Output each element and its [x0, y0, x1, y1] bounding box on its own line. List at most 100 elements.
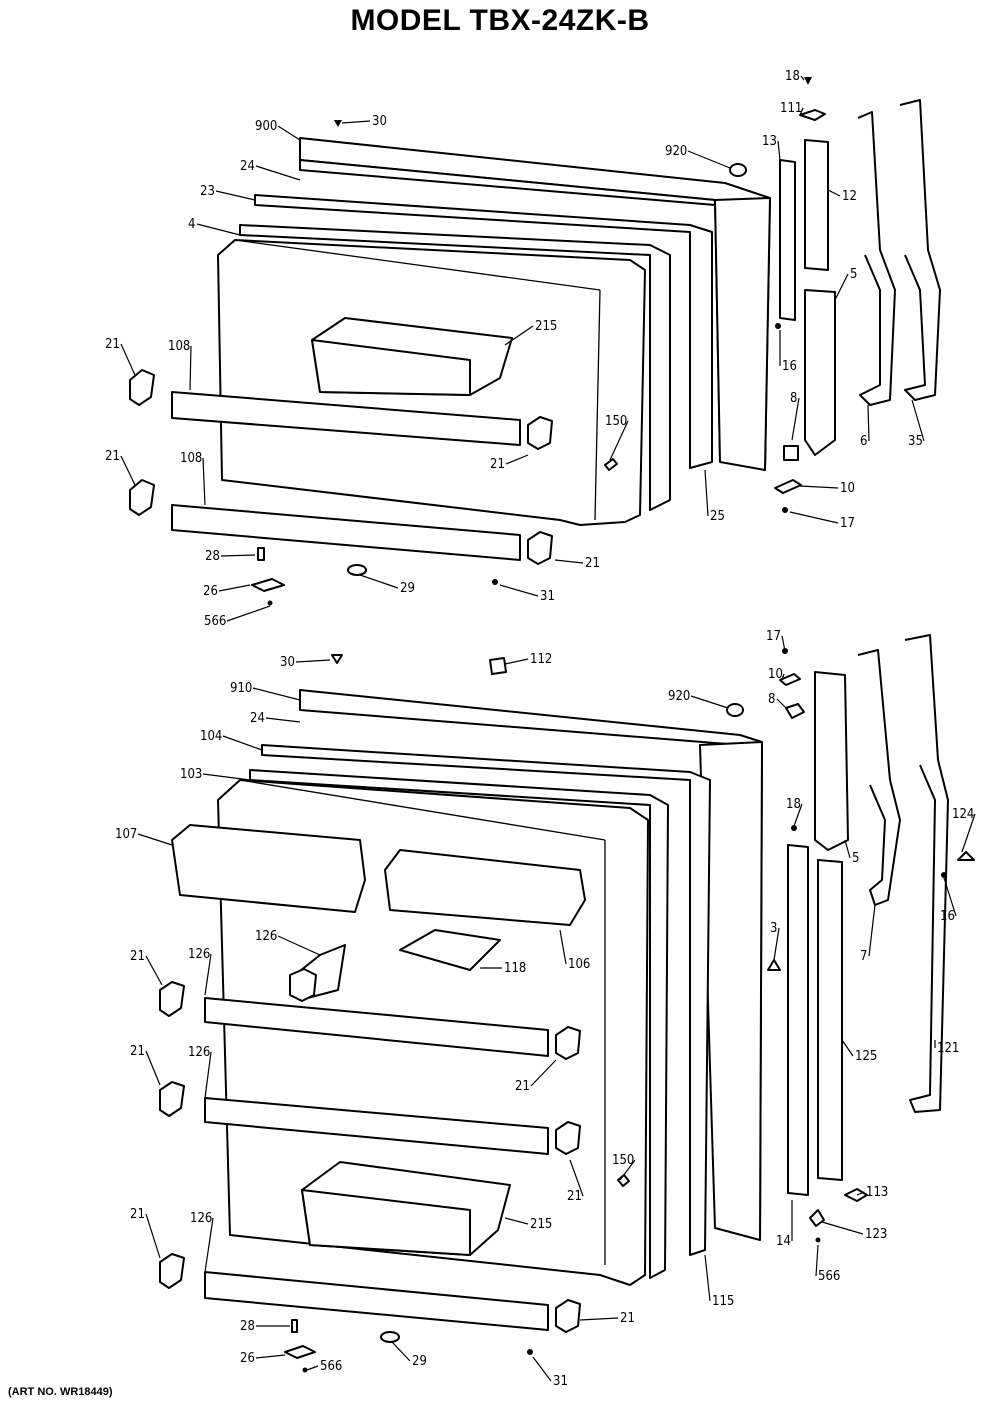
freezer-callout-6: 6: [860, 434, 867, 449]
freezer-door-frame-23: [254, 194, 713, 469]
freezer-callout-21: 21: [490, 457, 505, 472]
freezer-plug-920: [729, 163, 747, 177]
fresh-food-shelf-support-21: [159, 1081, 185, 1117]
fresh-food-leader-line: [204, 1051, 212, 1099]
fresh-food-callout-21: 21: [130, 1207, 145, 1222]
freezer-part-150: [604, 458, 618, 471]
freezer-shelf-bar-108-lower: [171, 504, 521, 561]
fresh-food-callout-150: 150: [612, 1153, 634, 1168]
fresh-food-strip-14: [787, 844, 809, 1196]
freezer-screw-16: [775, 323, 781, 329]
fresh-food-plug-920: [726, 703, 744, 717]
fresh-food-leader-line: [690, 695, 729, 709]
fresh-food-leader-line: [306, 1365, 319, 1371]
fresh-food-leader-line: [532, 1356, 552, 1382]
freezer-block-8: [783, 445, 799, 461]
freezer-leader-line: [189, 345, 192, 391]
fresh-food-screw-566: [302, 1367, 308, 1373]
freezer-shelf-bar-108-upper: [171, 391, 521, 446]
freezer-leader-line: [687, 150, 731, 169]
freezer-callout-17: 17: [840, 516, 855, 531]
fresh-food-callout-5: 5: [852, 851, 859, 866]
fresh-food-callout-910: 910: [230, 681, 252, 696]
fresh-food-leader-line: [204, 953, 212, 996]
fresh-food-callout-107: 107: [115, 827, 137, 842]
fresh-food-leader-line: [504, 658, 529, 665]
freezer-shelf-bin-front: [311, 339, 471, 396]
fresh-food-callout-126: 126: [188, 947, 210, 962]
fresh-food-leader-line: [202, 773, 251, 781]
freezer-callout-23: 23: [200, 184, 215, 199]
freezer-hinge-5: [804, 289, 836, 456]
fresh-food-part-124: [957, 851, 975, 861]
fresh-food-callout-112: 112: [530, 652, 552, 667]
freezer-leader-line: [799, 485, 839, 489]
freezer-leader-line: [834, 273, 849, 301]
freezer-leader-line: [120, 343, 136, 376]
fresh-food-leader-line: [619, 1159, 636, 1181]
freezer-screw-566: [267, 600, 273, 606]
freezer-leader-line: [504, 325, 534, 346]
fresh-food-screw-16: [941, 872, 947, 878]
fresh-food-part-3: [767, 959, 781, 971]
freezer-leader-line: [867, 404, 870, 442]
fresh-food-callout-28: 28: [240, 1319, 255, 1334]
dairy-bin-106: [384, 849, 586, 926]
fresh-food-leader-line: [504, 1217, 529, 1225]
freezer-handle-35: [899, 99, 941, 401]
model-title: MODEL TBX-24ZK-B: [350, 4, 650, 37]
fresh-food-leader-line: [704, 1254, 711, 1302]
fresh-food-leader-line: [781, 635, 786, 652]
fresh-food-leader-line: [391, 1341, 411, 1362]
fresh-food-leader-line: [204, 1217, 214, 1273]
fresh-food-cam-10: [779, 673, 801, 686]
freezer-leader-line: [120, 455, 136, 486]
freezer-callout-21: 21: [585, 556, 600, 571]
fresh-food-callout-31: 31: [553, 1374, 568, 1389]
freezer-leader-line: [202, 457, 206, 506]
freezer-cam-10: [774, 479, 802, 494]
fresh-food-shelf-support-21: [555, 1299, 581, 1333]
freezer-leader-line: [827, 189, 841, 197]
fresh-food-callout-10: 10: [768, 667, 783, 682]
fresh-food-leader-line: [961, 813, 976, 853]
freezer-leader-line: [359, 574, 399, 589]
fresh-food-callout-118: 118: [504, 961, 526, 976]
freezer-leader-line: [799, 107, 804, 116]
fresh-food-part-113: [844, 1188, 868, 1202]
fresh-food-shelf-bar-126-3: [204, 1271, 549, 1331]
fresh-food-leader-line: [776, 698, 789, 711]
freezer-cap-13: [779, 159, 796, 321]
fresh-food-stop-28: [291, 1319, 298, 1333]
freezer-callout-5: 5: [850, 267, 857, 282]
freezer-callout-13: 13: [762, 134, 777, 149]
freezer-leader-line: [499, 584, 539, 597]
freezer-leader-line: [215, 190, 256, 201]
freezer-shelf-support-21: [129, 479, 155, 516]
freezer-leader-line: [218, 584, 251, 592]
fresh-food-callout-123: 123: [865, 1227, 887, 1242]
freezer-callout-900: 900: [255, 119, 277, 134]
fresh-food-leader-line: [559, 929, 567, 965]
freezer-outer-door-side: [714, 197, 771, 471]
fresh-food-leader-line: [277, 935, 321, 956]
freezer-clip-111: [799, 109, 826, 121]
freezer-shelf-support-21: [527, 531, 553, 565]
fresh-food-leader-line: [265, 717, 301, 723]
fresh-food-callout-21: 21: [620, 1311, 635, 1326]
freezer-callout-111: 111: [780, 101, 802, 116]
freezer-leader-line: [800, 75, 805, 81]
freezer-leader-line: [789, 511, 839, 524]
freezer-plate-26: [251, 578, 285, 592]
fresh-food-callout-3: 3: [770, 921, 777, 936]
fresh-food-callout-21: 21: [130, 949, 145, 964]
freezer-screw-31: [492, 579, 498, 585]
fresh-food-callout-14: 14: [776, 1234, 791, 1249]
fresh-food-shelf-support-21: [159, 981, 185, 1017]
fresh-food-leader-line: [868, 904, 876, 957]
fresh-food-grommet-29: [380, 1331, 400, 1343]
fresh-food-part-123: [809, 1209, 825, 1227]
